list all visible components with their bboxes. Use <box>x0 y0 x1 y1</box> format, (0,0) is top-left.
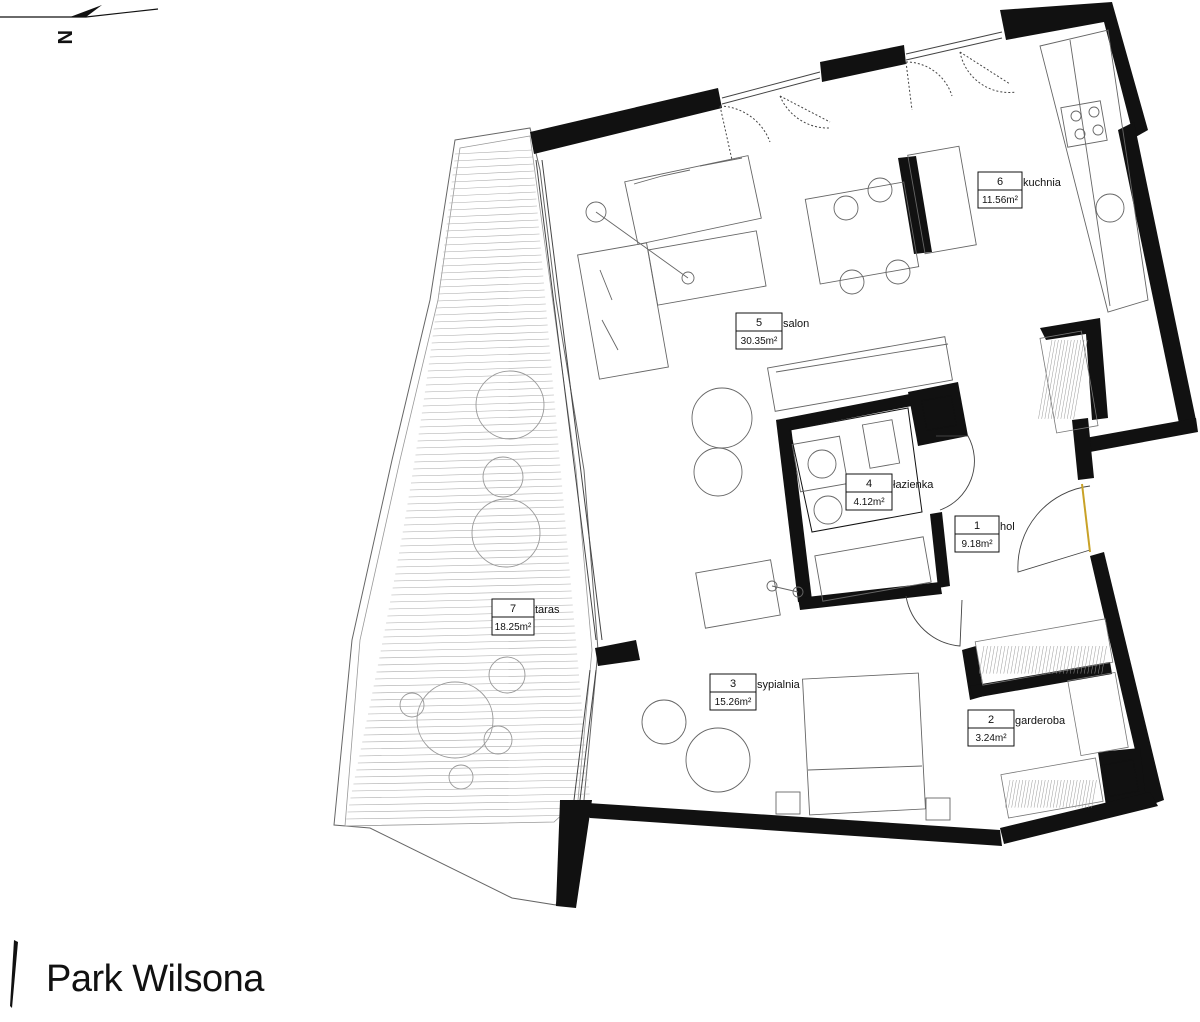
bedroom-furniture <box>641 672 951 821</box>
room-label-room-6: 6 11.56m² kuchnia <box>977 171 1062 209</box>
room-number: 1 <box>974 520 980 532</box>
room-area: 9.18m² <box>961 539 993 550</box>
living-room-desk <box>695 559 804 629</box>
north-arrow-icon: N <box>0 5 159 44</box>
room-label-room-4: 4 4.12m² łazienka <box>845 473 934 511</box>
closet-furniture <box>974 618 1129 819</box>
room-area: 11.56m² <box>982 195 1019 206</box>
kitchen-furniture <box>804 29 1149 313</box>
walls <box>530 2 1198 908</box>
room-number: 3 <box>730 678 736 690</box>
room-name: taras <box>535 604 560 616</box>
brand-name: Park Wilsona <box>46 958 264 1000</box>
room-area: 18.25m² <box>495 622 532 633</box>
terrace-furniture <box>399 370 545 790</box>
room-name: garderoba <box>1015 715 1066 727</box>
room-number: 4 <box>866 478 872 490</box>
room-label-room-2: 2 3.24m² garderoba <box>967 709 1066 747</box>
north-label: N <box>53 30 75 44</box>
bathroom-fixtures <box>791 419 932 602</box>
terrace-decking <box>346 149 592 820</box>
room-area: 4.12m² <box>853 497 885 508</box>
room-labels: 1 9.18m² hol 2 3.24m² garderoba 3 15.26m² sypial… <box>491 171 1066 747</box>
doors <box>905 435 1091 647</box>
room-name: kuchnia <box>1023 177 1062 189</box>
closet-hatching <box>979 339 1107 808</box>
room-label-room-5: 5 30.35m² salon <box>735 312 809 350</box>
room-area: 30.35m² <box>741 336 778 347</box>
room-name: salon <box>783 318 809 330</box>
brand-mark-icon <box>8 940 18 1008</box>
room-name: sypialnia <box>757 679 801 691</box>
inner-wall-outlines <box>789 395 1140 797</box>
living-room-furniture <box>577 155 953 497</box>
room-name: łazienka <box>893 479 934 491</box>
room-number: 5 <box>756 317 762 329</box>
room-area: 15.26m² <box>715 697 752 708</box>
room-number: 7 <box>510 603 516 615</box>
room-label-room-1: 1 9.18m² hol <box>954 515 1015 553</box>
room-name: hol <box>1000 521 1015 533</box>
room-label-room-3: 3 15.26m² sypialnia <box>709 673 801 711</box>
room-area: 3.24m² <box>975 733 1007 744</box>
room-number: 2 <box>988 714 994 726</box>
windows <box>535 31 1017 801</box>
hall-wardrobe <box>1039 330 1099 434</box>
room-number: 6 <box>997 176 1003 188</box>
